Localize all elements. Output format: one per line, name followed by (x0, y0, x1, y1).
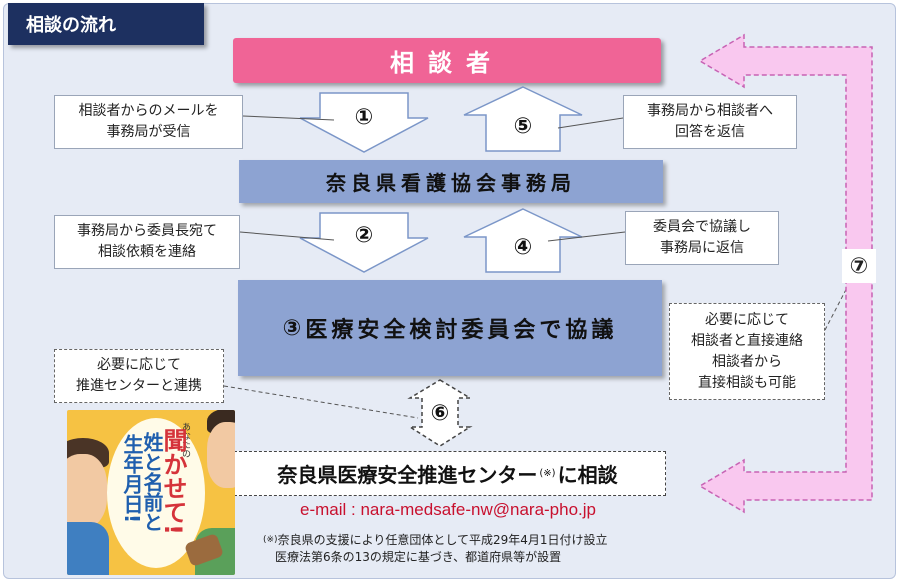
note-step-5-line-2: 回答を返信 (675, 124, 745, 140)
note-step-4-line-2: 事務局に返信 (660, 240, 744, 256)
committee-label: 医療安全検討委員会で協議 (305, 318, 618, 343)
note-step-7-line-3: 相談者から (712, 353, 782, 370)
step-3-label: ③ (282, 315, 302, 341)
note-step-1-line-2: 事務局が受信 (106, 124, 191, 140)
note-step-1: 相談者からのメールを事務局が受信 (54, 95, 243, 149)
note-step-6-line-1: 必要に応じて (97, 357, 181, 373)
poster-title-red: 聞かせて! (159, 428, 187, 535)
footnote: (※)奈良県の支援により任意団体として平成29年4月1日付け設立 医療法第6条の… (263, 532, 663, 566)
note-step-6: 必要に応じて推進センターと連携 (54, 349, 224, 403)
center-suffix: に相談 (557, 463, 618, 487)
person-right-face (207, 422, 235, 488)
consultor-box: 相談者 (233, 38, 661, 83)
note-step-7-line-2: 相談者と直接連絡 (691, 332, 803, 349)
step-6-label: ⑥ (430, 400, 450, 426)
contact-email[interactable]: e-mail : nara-medsafe-nw@nara-pho.jp (300, 500, 596, 519)
person-left-face (67, 454, 107, 528)
step-2-label: ② (354, 222, 374, 248)
center-label: 奈良県医療安全推進センター (277, 463, 538, 487)
poster-title-blue-2: 生年月日! (120, 434, 144, 524)
note-step-7: 必要に応じて 相談者と直接連絡 相談者から 直接相談も可能 (669, 303, 825, 400)
section-title: 相談の流れ (8, 3, 204, 45)
campaign-poster-image: あなたの 聞かせて! 姓と名前と 生年月日! (67, 410, 235, 575)
note-step-4: 委員会で協議し事務局に返信 (625, 211, 779, 265)
medical-safety-center-box: 奈良県医療安全推進センター(※)に相談 (229, 451, 666, 496)
step-1-label: ① (354, 104, 374, 130)
note-step-7-line-1: 必要に応じて (705, 311, 789, 328)
note-step-5-line-1: 事務局から相談者へ (647, 103, 773, 119)
step-7-label: ⑦ (842, 249, 876, 283)
step-4-label: ④ (513, 234, 533, 260)
step-5-label: ⑤ (513, 113, 533, 139)
note-step-6-line-2: 推進センターと連携 (76, 378, 202, 394)
center-footnote-mark: (※) (539, 468, 556, 479)
person-left-body (67, 522, 109, 575)
note-step-7-line-4: 直接相談も可能 (698, 374, 796, 391)
footnote-line-2: 医療法第6条の13の規定に基づき、都道府県等が設置 (275, 550, 562, 564)
poster-title-blue-1: 姓と名前と (140, 432, 164, 532)
note-step-2-line-1: 事務局から委員長宛て (77, 223, 217, 239)
note-step-4-line-1: 委員会で協議し (653, 219, 751, 235)
nursing-association-bureau-box: 奈良県看護協会事務局 (239, 160, 663, 203)
note-step-2: 事務局から委員長宛て相談依頼を連絡 (54, 215, 240, 269)
footnote-line-1: 奈良県の支援により任意団体として平成29年4月1日付け設立 (277, 533, 608, 547)
poster-small-label: あなたの (180, 422, 190, 458)
note-step-5: 事務局から相談者へ回答を返信 (623, 95, 797, 149)
footnote-mark: (※) (263, 535, 278, 545)
note-step-2-line-2: 相談依頼を連絡 (98, 244, 196, 260)
note-step-1-line-1: 相談者からのメールを (78, 103, 219, 119)
